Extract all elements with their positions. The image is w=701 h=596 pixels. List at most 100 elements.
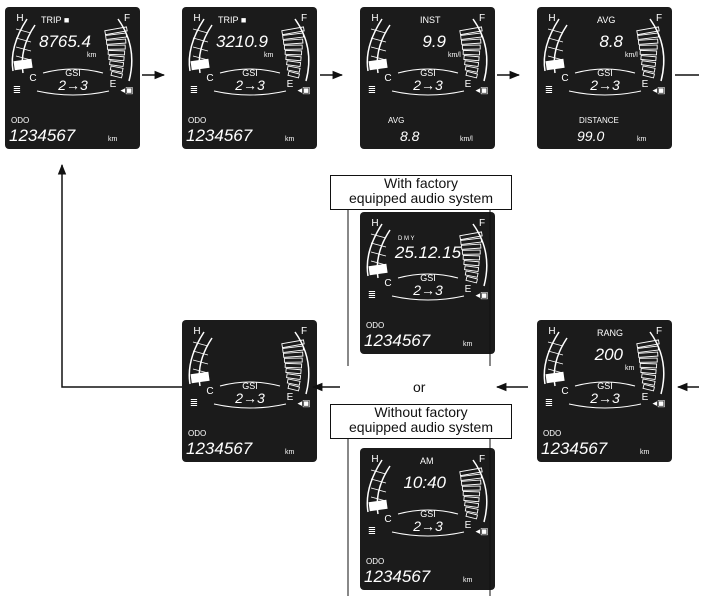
sub-unit: km/l [460,136,473,143]
label-hot: H [16,13,23,24]
fuel-segment [465,70,479,79]
label-hot: H [371,13,378,24]
fuel-pump-icon: ◂▣ [297,398,310,408]
temp-level-bar [368,263,388,276]
temp-level-bar [545,371,565,384]
fuel-pump-icon: ◂▣ [475,85,488,95]
label-empty: E [287,79,294,90]
fuel-segment [104,26,128,36]
odometer-value: 1234567 [364,331,431,350]
display-value: 8.8 [599,32,623,51]
label-cold: C [384,514,391,525]
fuel-segment [641,378,656,386]
label-empty: E [642,79,649,90]
fuel-segment [459,26,483,36]
fuel-segment [283,44,303,50]
odo-label: ODO [188,429,206,438]
fuel-segment [638,44,658,50]
gear-arc [391,90,465,96]
fuel-pump-icon: ◂▣ [652,398,665,408]
gear-arc [213,90,287,96]
temp-tick [192,359,209,365]
with-audio-line2: equipped audio system [349,190,493,206]
display-unit: km/l [625,52,638,59]
fuel-segment [285,367,302,375]
gear-indicator: 2→3 [589,77,620,93]
coolant-temperature-icon: ≣ [368,85,376,96]
fuel-segment [109,60,125,68]
temp-level-bar [190,58,210,71]
fuel-gauge-outer-arc [649,331,665,395]
with-audio-line1: With factory [384,175,458,191]
fuel-gauge-outer-arc [117,18,133,82]
temp-tick [547,359,564,365]
temp-gauge-outer-arc [11,18,28,72]
temp-tick [370,251,387,257]
gear-indicator: 2→3 [234,390,265,406]
gsi-label: GSI [420,273,436,283]
gear-indicator: 2→3 [412,518,443,534]
fuel-gauge-outer-arc [472,223,488,287]
fuel-segment [461,479,482,486]
fuel-gauge-outer-arc [294,18,310,82]
fuel-segment [639,49,658,56]
temp-gauge-outer-arc [188,331,205,385]
display-unit: km/l [448,52,461,59]
odometer-unit: km [463,577,473,584]
fuel-segment [465,511,479,520]
label-hot: H [548,326,555,337]
fuel-segment [461,38,482,45]
temp-tick [547,350,564,356]
gear-indicator: 2→3 [412,282,443,298]
label-cold: C [384,73,391,84]
fuel-segment [110,70,124,79]
fuel-segment [108,54,125,62]
display-title: AVG [597,15,615,25]
gsi-arc [397,273,459,279]
temp-tick [370,37,387,43]
fuel-segment [462,49,481,56]
fuel-segment [286,378,301,386]
sub-value: 8.8 [400,128,420,144]
gsi-label: GSI [597,381,613,391]
gsi-arc [397,68,459,74]
fuel-segment [638,351,659,358]
fuel-segment [459,467,483,477]
fuel-gauge-outer-arc [649,18,665,82]
label-hot: H [371,454,378,465]
fuel-segment [639,362,658,369]
label-full: F [124,13,130,24]
odometer-unit: km [463,341,473,348]
fuel-segment [464,60,480,68]
odometer-value: 1234567 [9,126,76,145]
odo-label: ODO [366,321,384,330]
label-full: F [656,13,662,24]
fuel-segment [464,65,479,73]
without-audio-line2: equipped audio system [349,419,493,435]
odometer-unit: km [640,449,650,456]
gear-indicator: 2→3 [234,77,265,93]
fuel-segment [642,383,656,392]
label-hot: H [548,13,555,24]
fuel-segment [463,495,480,503]
sub-label: AVG [388,116,404,125]
temp-tick [192,350,209,356]
gear-indicator: 2→3 [57,77,88,93]
fuel-segment [638,38,659,45]
fuel-segment [286,373,302,381]
fuel-segment [107,49,126,56]
coolant-temperature-icon: ≣ [190,398,198,409]
fuel-segment [283,351,304,358]
without-audio-label: Without factory equipped audio system [330,404,512,439]
temp-tick [15,46,32,52]
sub-label: DISTANCE [579,116,619,125]
fuel-segment [460,237,483,246]
fuel-segment [284,362,303,369]
fuel-gauge-outer-arc [472,459,488,523]
temp-tick [192,341,209,347]
